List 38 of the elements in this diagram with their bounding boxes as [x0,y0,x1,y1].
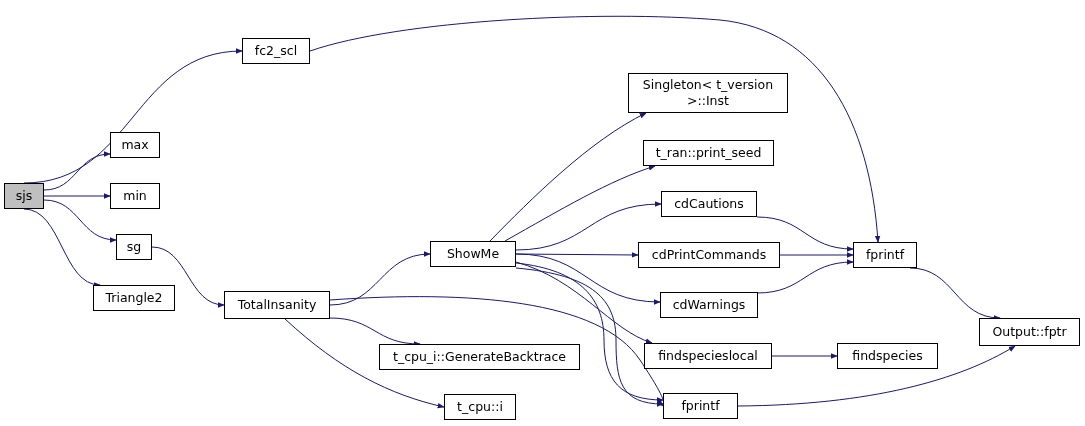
function-box: fprintf [853,242,917,268]
call-arrow [515,253,661,305]
call-arrow [309,15,881,243]
function-box: fc2_scl [242,38,310,64]
call-arrow [284,318,445,409]
function-box: Triangle2 [93,285,175,311]
function-box: Singleton< t_version >::Inst [628,73,788,113]
call-arrow [329,251,431,306]
function-box: Output::fptr [979,318,1080,346]
function-box: sg [116,234,152,260]
function-box: max [110,132,160,158]
call-arrow [43,193,111,199]
function-box: findspecieslocal [644,343,772,369]
call-arrow [771,353,838,359]
function-box: t_cpu::i [444,394,516,420]
function-box: TotalInsanity [224,291,330,319]
call-arrow [43,151,111,191]
call-arrow [43,199,117,243]
function-box: findspecies [837,343,938,369]
function-box: t_cpu_i::GenerateBacktrace [379,344,580,370]
function-box: cdWarnings [660,292,758,318]
call-arrow [756,216,854,252]
call-arrow [489,112,647,242]
call-arrow [515,201,662,251]
call-arrow [151,246,225,307]
function-box: cdCautions [661,191,757,217]
call-arrow [779,252,854,258]
call-arrow [504,165,656,242]
current-function-box: sjs [4,183,44,209]
function-box: cdPrintCommands [638,242,780,268]
function-box: ShowMe [430,241,516,267]
function-box: min [110,183,160,209]
call-arrow [515,261,653,344]
call-arrow [737,345,1016,407]
call-arrow [329,296,664,407]
function-box: t_ran::print_seed [643,140,774,166]
function-box: fprintf [663,393,738,419]
call-arrow [756,259,854,294]
